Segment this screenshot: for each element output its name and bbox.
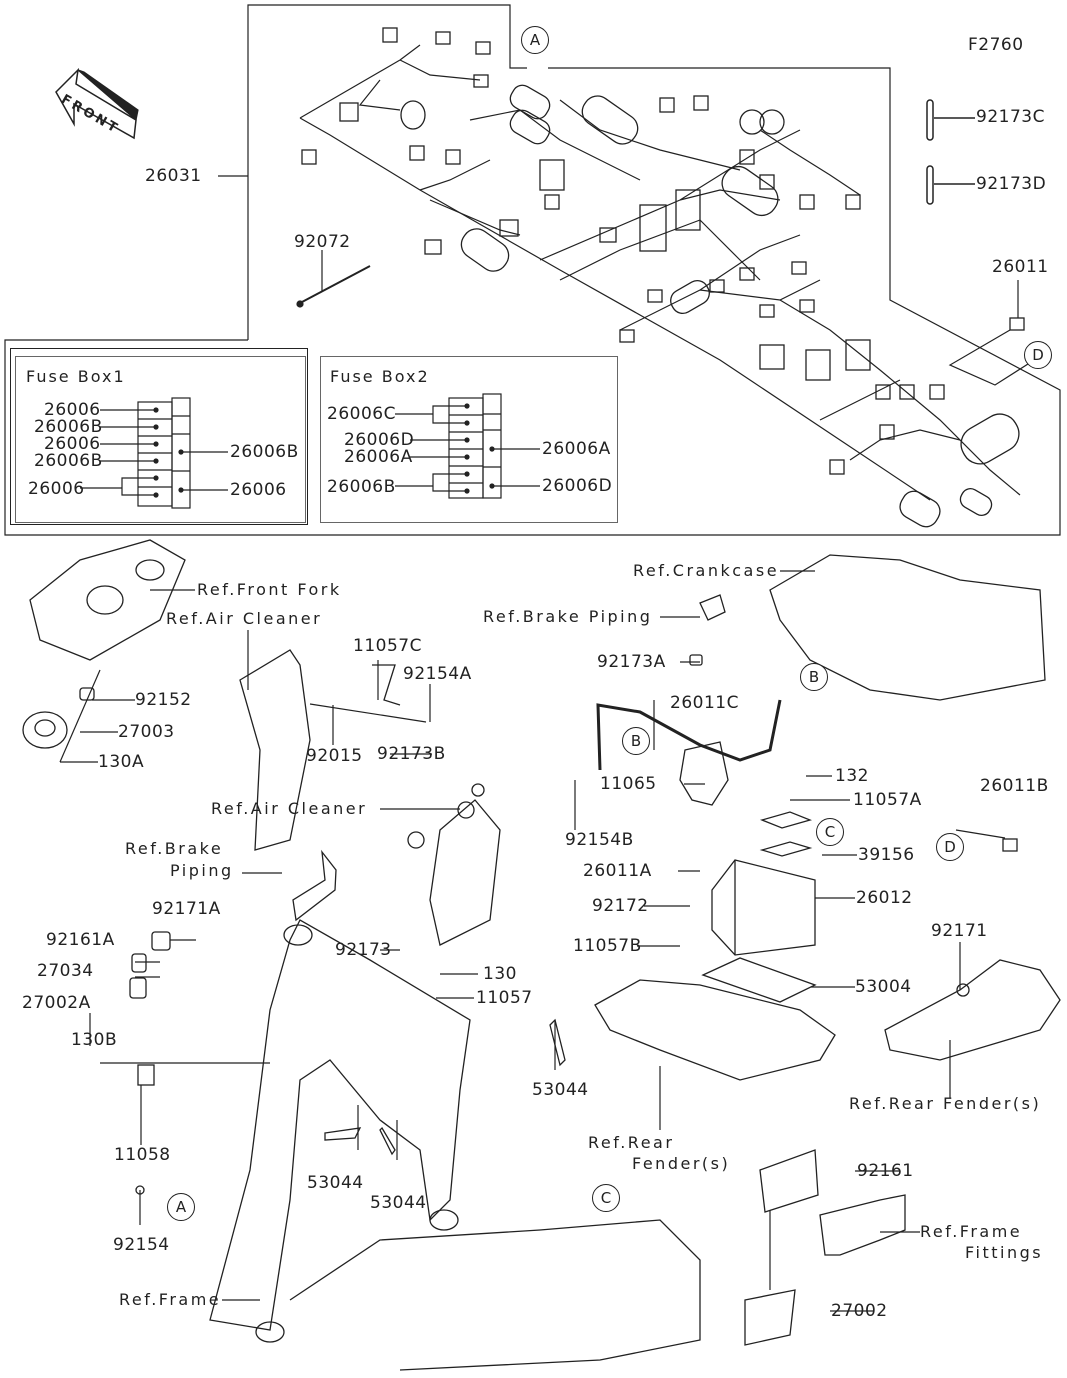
fuse-box-2-diagram [395, 393, 540, 499]
callout-b-crankcase: B [800, 663, 828, 691]
fuse-box-1-title: Fuse Box1 [26, 367, 126, 386]
part-label-11058[interactable]: 11058 [114, 1145, 171, 1165]
fuse-1-right-label[interactable]: 26006B [230, 442, 299, 462]
part-label-92015[interactable]: 92015 [306, 746, 363, 766]
callout-c-battery: C [816, 818, 844, 846]
harness-outline [4, 4, 1061, 536]
callout-c-frame: C [592, 1184, 620, 1212]
ref-air-cleaner-lower[interactable]: Ref.Air Cleaner [211, 799, 368, 818]
ref-crankcase[interactable]: Ref.Crankcase [633, 561, 780, 580]
ref-rear-fender-right[interactable]: Ref.Rear Fender(s) [849, 1094, 1042, 1113]
part-label-11065[interactable]: 11065 [600, 774, 657, 794]
part-label-39156[interactable]: 39156 [858, 845, 915, 865]
fuse-1-left-label[interactable]: 26006B [34, 417, 103, 437]
part-label-53044[interactable]: 53044 [370, 1193, 427, 1213]
part-label-53044[interactable]: 53044 [532, 1080, 589, 1100]
part-label-130B[interactable]: 130B [71, 1030, 118, 1050]
part-label-92172[interactable]: 92172 [592, 896, 649, 916]
part-label-92072[interactable]: 92072 [294, 232, 351, 252]
part-label-27034[interactable]: 27034 [37, 961, 94, 981]
front-arrow-icon [55, 67, 139, 140]
part-label-26011B[interactable]: 26011B [980, 776, 1049, 796]
part-label-130[interactable]: 130 [483, 964, 517, 984]
ref-frame[interactable]: Ref.Frame [119, 1290, 222, 1309]
part-label-92154B[interactable]: 92154B [565, 830, 634, 850]
callout-b-cable: B [622, 727, 650, 755]
part-label-130A[interactable]: 130A [98, 752, 145, 772]
harness-connectors [301, 27, 1025, 475]
part-label-92154[interactable]: 92154 [113, 1235, 170, 1255]
part-label-11057C[interactable]: 11057C [353, 636, 422, 656]
part-label-92173B[interactable]: 92173B [377, 744, 446, 764]
cable-tie-92072-icon [296, 250, 371, 308]
fuse-2-left-label[interactable]: 26006C [327, 404, 396, 424]
part-label-27002[interactable]: 27002 [831, 1301, 888, 1321]
callout-d-harness: D [1024, 341, 1052, 369]
part-label-53004[interactable]: 53004 [855, 977, 912, 997]
fuse-box-2-title: Fuse Box2 [330, 367, 430, 386]
part-label-27003[interactable]: 27003 [118, 722, 175, 742]
fuse-box-1-panel [10, 348, 308, 525]
part-label-92173A[interactable]: 92173A [597, 652, 666, 672]
part-label-53044[interactable]: 53044 [307, 1173, 364, 1193]
ref-rear-fender-left-2[interactable]: Fender(s) [632, 1154, 731, 1173]
fuse-1-left-label[interactable]: 26006B [34, 451, 103, 471]
strap-icons [926, 99, 975, 205]
ref-rear-fender-left[interactable]: Ref.Rear [588, 1133, 675, 1152]
fuse-2-right-label[interactable]: 26006D [542, 476, 613, 496]
ref-frame-fittings[interactable]: Ref.Frame [920, 1222, 1023, 1241]
fuse-1-right-label[interactable]: 26006 [230, 480, 287, 500]
fuse-2-right-label[interactable]: 26006A [542, 439, 611, 459]
wire-harness-26031 [299, 44, 1021, 501]
ref-air-cleaner-upper[interactable]: Ref.Air Cleaner [166, 609, 323, 628]
part-label-132[interactable]: 132 [835, 766, 869, 786]
part-label-27002A[interactable]: 27002A [22, 993, 91, 1013]
part-label-26011A[interactable]: 26011A [583, 861, 652, 881]
harness-cylinders [400, 84, 1020, 528]
part-label-92161A[interactable]: 92161A [46, 930, 115, 950]
part-label-92154A[interactable]: 92154A [403, 664, 472, 684]
fuse-1-left-label[interactable]: 26006 [44, 400, 101, 420]
part-label-92161[interactable]: 92161 [857, 1161, 914, 1181]
part-label-92173[interactable]: 92173 [335, 940, 392, 960]
part-label-11057A[interactable]: 11057A [853, 790, 922, 810]
part-label-11057[interactable]: 11057 [476, 988, 533, 1008]
part-label-11057B[interactable]: 11057B [573, 936, 642, 956]
part-label-26011[interactable]: 26011 [992, 257, 1049, 277]
part-label-92152[interactable]: 92152 [135, 690, 192, 710]
part-label-26031[interactable]: 26031 [145, 166, 202, 186]
part-label-26012[interactable]: 26012 [856, 888, 913, 908]
callout-a-harness: A [521, 26, 549, 54]
fuse-2-left-label[interactable]: 26006A [344, 447, 413, 467]
fuse-2-left-label[interactable]: 26006D [344, 430, 415, 450]
callout-d-connector: D [936, 833, 964, 861]
fuse-1-left-label[interactable]: 26006 [28, 479, 85, 499]
lower-leaders [59, 570, 1006, 1312]
part-label-92171[interactable]: 92171 [931, 921, 988, 941]
fuse-1-left-label[interactable]: 26006 [44, 434, 101, 454]
part-label-92173D[interactable]: 92173D [976, 174, 1047, 194]
fuse-box-1-inner [15, 356, 306, 523]
figure-code: F2760 [968, 35, 1024, 55]
ref-brake-piping-left-2[interactable]: Piping [170, 861, 234, 880]
ref-brake-piping-right[interactable]: Ref.Brake Piping [483, 607, 653, 626]
ref-brake-piping-left[interactable]: Ref.Brake [125, 839, 224, 858]
callout-a-frame: A [167, 1193, 195, 1221]
lower-components [22, 539, 1061, 1371]
ref-frame-fittings-2[interactable]: Fittings [965, 1243, 1044, 1262]
fuse-box-2-panel [320, 356, 618, 523]
part-label-26011C[interactable]: 26011C [670, 693, 739, 713]
fuse-box-1-diagram [80, 397, 228, 509]
part-label-92173C[interactable]: 92173C [976, 107, 1045, 127]
ref-front-fork[interactable]: Ref.Front Fork [197, 580, 342, 599]
fuse-2-left-label[interactable]: 26006B [327, 477, 396, 497]
part-label-92171A[interactable]: 92171A [152, 899, 221, 919]
